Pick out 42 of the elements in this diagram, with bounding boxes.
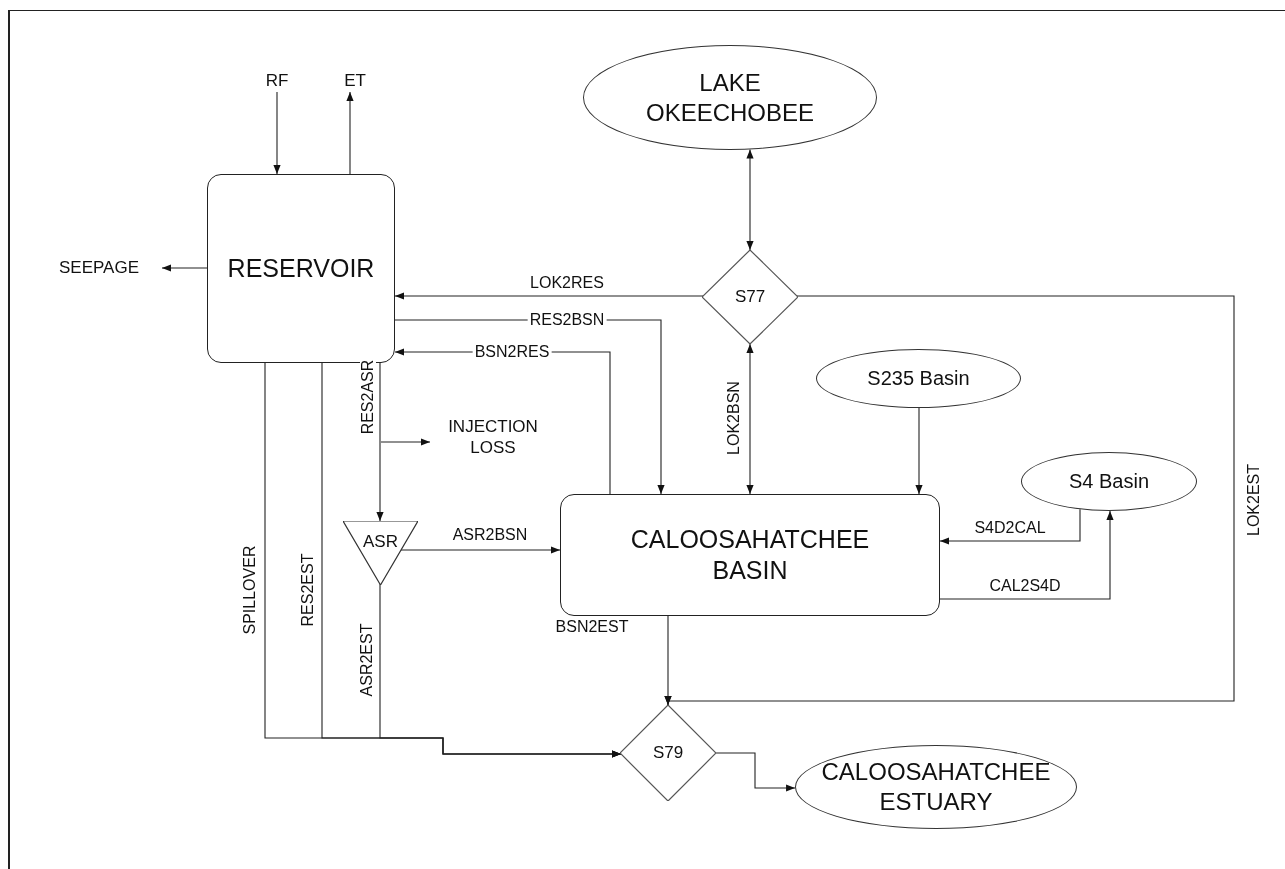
- arrow: [664, 615, 672, 706]
- node-label: SEEPAGE: [59, 257, 139, 279]
- node-label: ET: [344, 70, 366, 92]
- edge-label: RES2EST: [300, 551, 316, 629]
- arrow: [915, 407, 923, 495]
- arrow: [376, 362, 384, 522]
- edge-label: SPILLOVER: [242, 543, 258, 637]
- arrow: [400, 546, 561, 554]
- edge-label: S4D2CAL: [972, 520, 1048, 536]
- arrow: [746, 148, 754, 251]
- edge-label: CAL2S4D: [987, 578, 1063, 594]
- arrow: [273, 91, 281, 175]
- node-label: ASR: [363, 531, 398, 553]
- arrow: [346, 91, 354, 175]
- node-label: CALOOSAHATCHEE ESTUARY: [821, 757, 1051, 817]
- arrow: [379, 583, 622, 758]
- node-label: S79: [652, 742, 684, 764]
- node-label: RESERVOIR: [227, 252, 375, 284]
- edge-label: LOK2BSN: [726, 379, 742, 457]
- structure-diamond: [702, 250, 798, 344]
- arrow: [161, 264, 208, 272]
- arrow: [715, 752, 796, 792]
- structure-diamond: [620, 705, 716, 801]
- node-label: S235 Basin: [867, 366, 970, 391]
- edge-label: LOK2EST: [1246, 462, 1262, 538]
- edge-label: RES2BSN: [527, 312, 607, 328]
- node-label: INJECTION LOSS: [447, 415, 539, 459]
- node-label: S77: [734, 286, 766, 308]
- edge-label: ASR2EST: [359, 621, 375, 699]
- arrow: [746, 343, 754, 495]
- edge-label: BSN2EST: [553, 619, 631, 635]
- asr-triangle: [343, 521, 418, 585]
- arrow: [394, 292, 704, 300]
- edge-label: LOK2RES: [528, 275, 606, 291]
- arrow: [380, 438, 431, 446]
- node-label: S4 Basin: [1068, 469, 1150, 494]
- node-label: CALOOSAHATCHEE BASIN: [629, 523, 871, 586]
- node-label: LAKE OKEECHOBEE: [644, 67, 815, 128]
- arrow: [939, 510, 1114, 600]
- edge-label: BSN2RES: [472, 344, 552, 360]
- basin-box: [560, 494, 940, 616]
- node-label: RF: [265, 70, 289, 92]
